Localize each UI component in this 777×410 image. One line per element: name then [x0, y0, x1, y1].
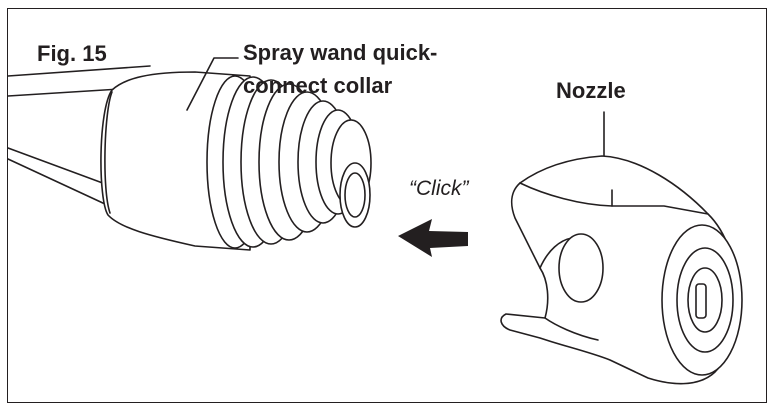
spray-wand-tube	[7, 65, 151, 205]
collar-callout-line1: Spray wand quick-	[243, 40, 438, 65]
arrow-left-icon	[398, 219, 468, 257]
click-annotation: “Click”	[409, 177, 469, 200]
collar-leader-line	[186, 57, 239, 111]
nozzle-body	[500, 155, 743, 385]
figure-label: Fig. 15	[37, 41, 107, 66]
collar-callout: Spray wand quick- connect collar	[243, 36, 437, 102]
collar-threads	[206, 75, 372, 249]
collar-callout-line2: connect collar	[243, 73, 393, 98]
nozzle-callout: Nozzle	[556, 78, 626, 103]
